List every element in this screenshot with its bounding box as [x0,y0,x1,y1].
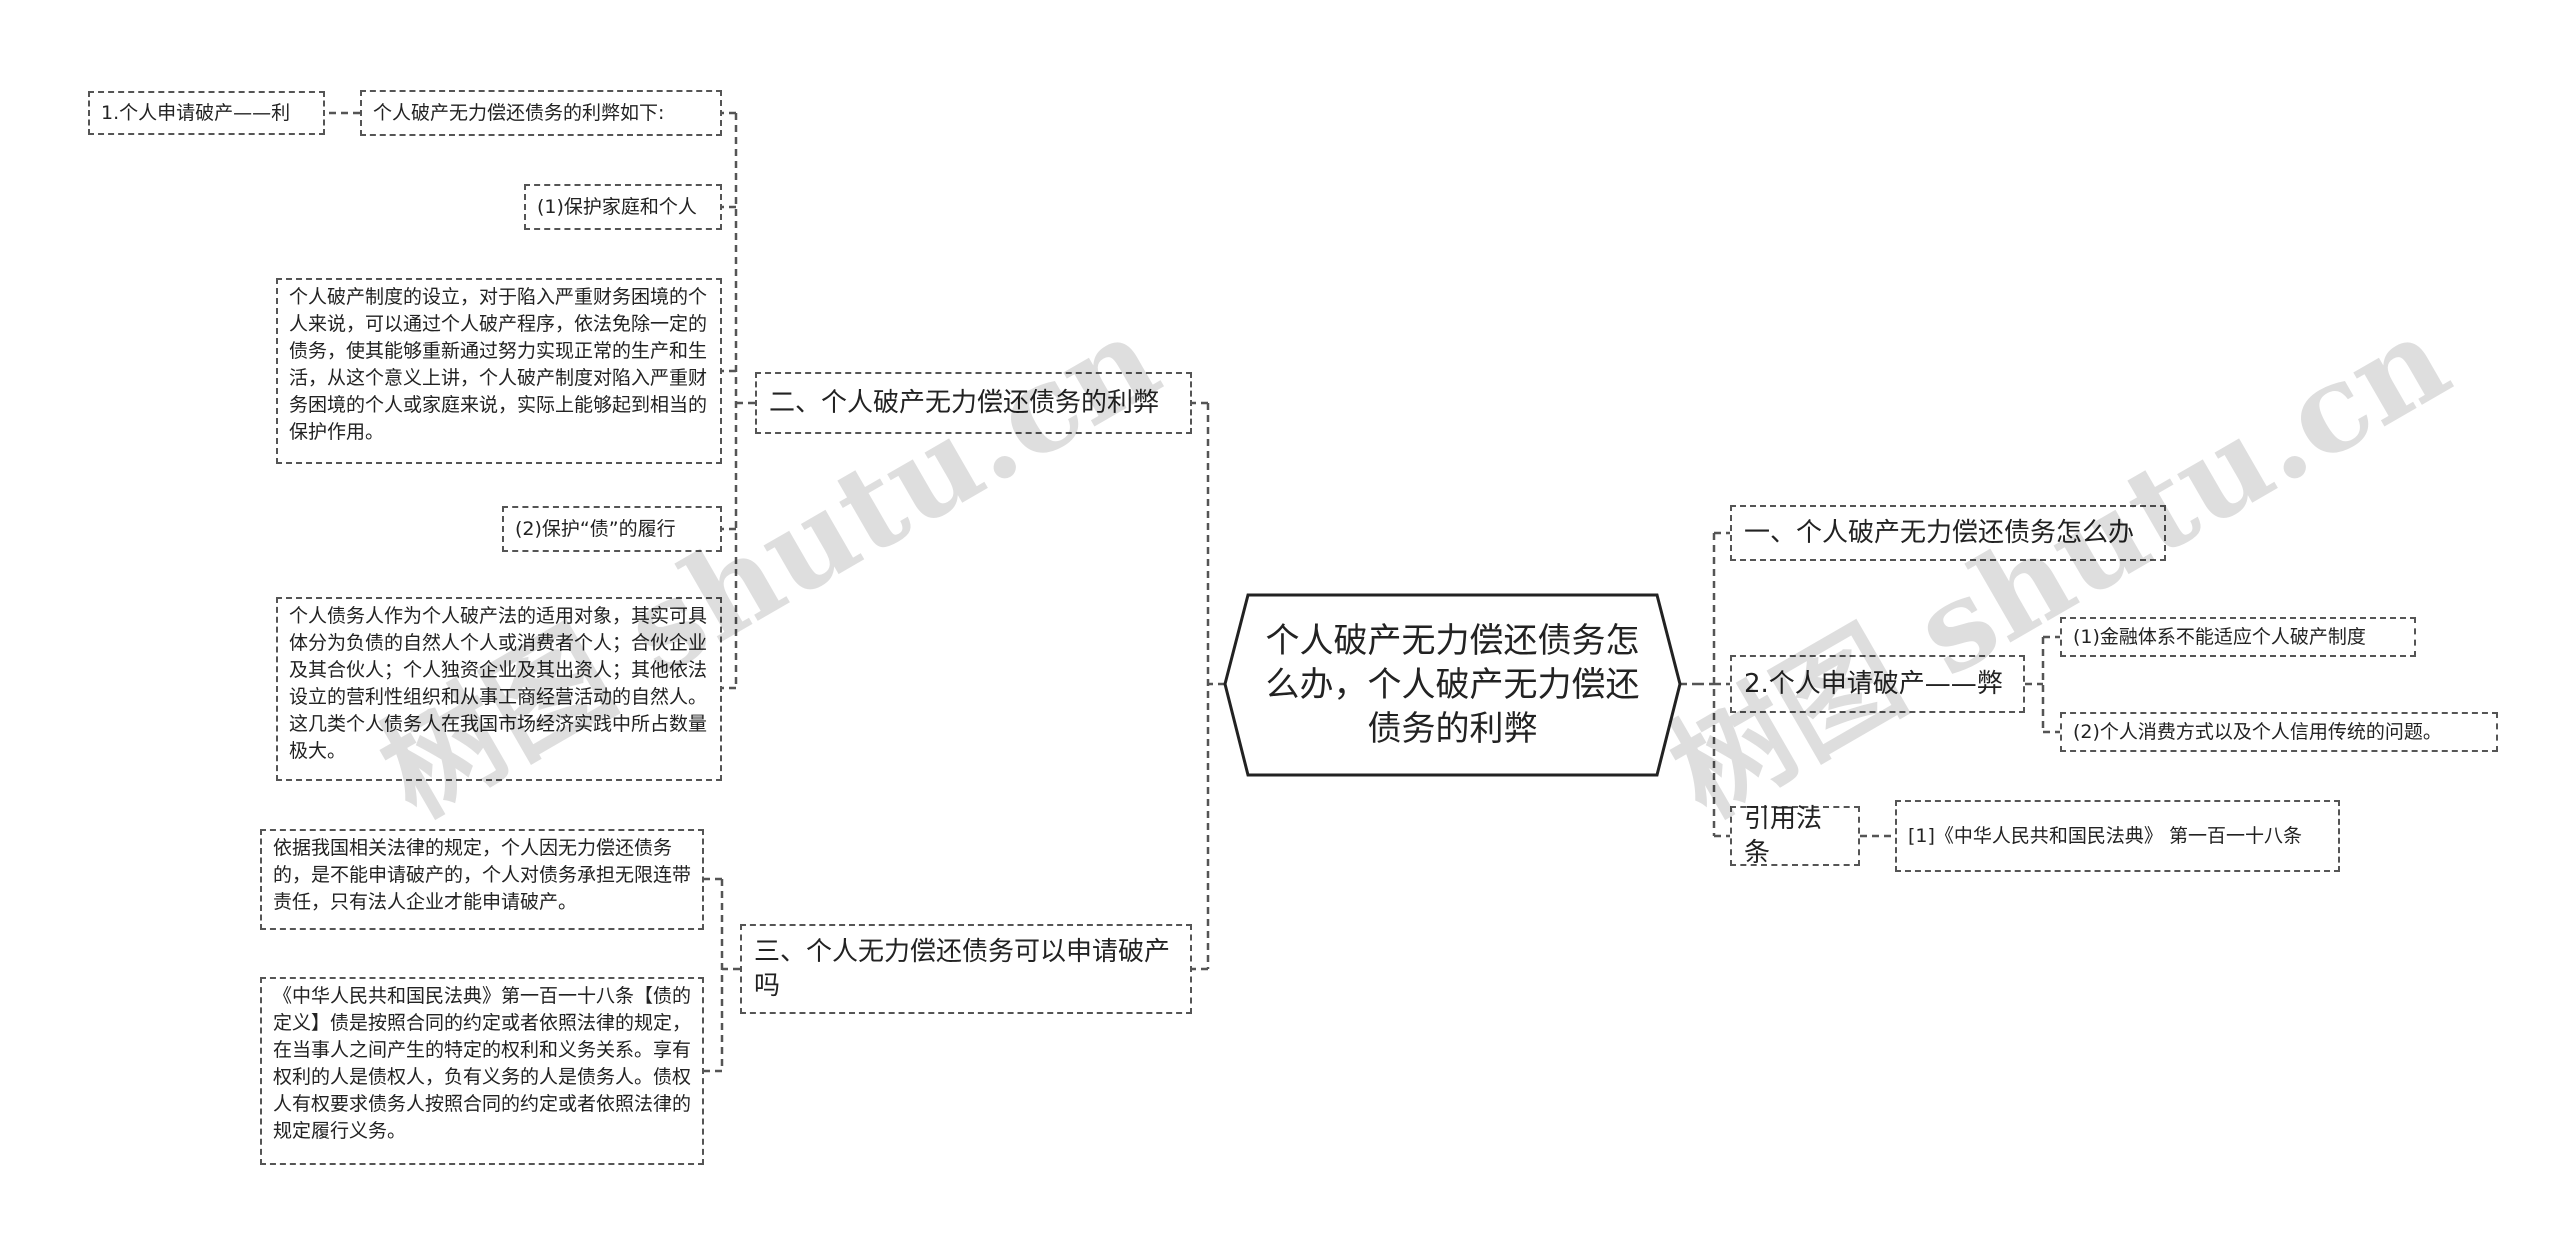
branch-how-label: 一、个人破产无力偿还债务怎么办 [1744,518,2135,548]
branch-refs[interactable]: 引用法条 [1730,804,1860,868]
branch-can-apply-label: 三、个人无力偿还债务可以申请破产吗 [754,937,1171,1001]
branch-pros-cons-label: 二、个人破产无力偿还债务的利弊 [769,388,1160,418]
branch-cons[interactable]: 2.个人申请破产——弊 [1730,655,2025,713]
item1-title-node[interactable]: (1)保护家庭和个人 [524,184,722,230]
cons-item-2[interactable]: (2)个人消费方式以及个人信用传统的问题。 [2060,712,2498,752]
branch-refs-label: 引用法条 [1744,804,1823,868]
branch-how[interactable]: 一、个人破产无力偿还债务怎么办 [1730,505,2166,561]
root-node[interactable]: 个人破产无力偿还债务怎么办，个人破产无力偿还债务的利弊 [1225,595,1680,775]
item2-text-node[interactable]: 个人债务人作为个人破产法的适用对象，其实可具体分为负债的自然人个人或消费者个人；… [276,597,722,781]
item2-title-text: (2)保护“债”的履行 [515,517,676,540]
cons-item-1[interactable]: (1)金融体系不能适应个人破产制度 [2060,617,2416,657]
item1-title-text: (1)保护家庭和个人 [537,195,697,218]
root-node-shape [1223,593,1682,777]
pros-title-node[interactable]: 1.个人申请破产——利 [88,91,325,135]
ref-item-1[interactable]: [1]《中华人民共和国民法典》 第一百一十八条 [1895,800,2340,872]
ref-item-1-text: [1]《中华人民共和国民法典》 第一百一十八条 [1908,824,2302,847]
item2-text: 个人债务人作为个人破产法的适用对象，其实可具体分为负债的自然人个人或消费者个人；… [289,605,708,762]
branch-cons-label: 2.个人申请破产——弊 [1744,669,2003,699]
intro-text: 个人破产无力偿还债务的利弊如下: [373,101,665,124]
can-apply-text1: 依据我国相关法律的规定，个人因无力偿还债务的，是不能申请破产的，个人对债务承担无… [273,837,692,913]
item2-title-node[interactable]: (2)保护“债”的履行 [502,506,722,552]
intro-node[interactable]: 个人破产无力偿还债务的利弊如下: [360,90,722,136]
item1-text: 个人破产制度的设立，对于陷入严重财务困境的个人来说，可以通过个人破产程序，依法免… [289,286,708,443]
can-apply-text1-node[interactable]: 依据我国相关法律的规定，个人因无力偿还债务的，是不能申请破产的，个人对债务承担无… [260,829,704,930]
item1-text-node[interactable]: 个人破产制度的设立，对于陷入严重财务困境的个人来说，可以通过个人破产程序，依法免… [276,278,722,464]
cons-item-1-text: (1)金融体系不能适应个人破产制度 [2073,625,2366,648]
can-apply-text2-node[interactable]: 《中华人民共和国民法典》第一百一十八条【债的定义】债是按照合同的约定或者依照法律… [260,977,704,1165]
cons-item-2-text: (2)个人消费方式以及个人信用传统的问题。 [2073,720,2442,743]
branch-pros-cons[interactable]: 二、个人破产无力偿还债务的利弊 [755,372,1192,434]
pros-title-text: 1.个人申请破产——利 [101,101,291,124]
can-apply-text2: 《中华人民共和国民法典》第一百一十八条【债的定义】债是按照合同的约定或者依照法律… [273,985,692,1142]
root-title: 个人破产无力偿还债务怎么办，个人破产无力偿还债务的利弊 [1265,621,1640,749]
branch-can-apply[interactable]: 三、个人无力偿还债务可以申请破产吗 [740,924,1192,1014]
